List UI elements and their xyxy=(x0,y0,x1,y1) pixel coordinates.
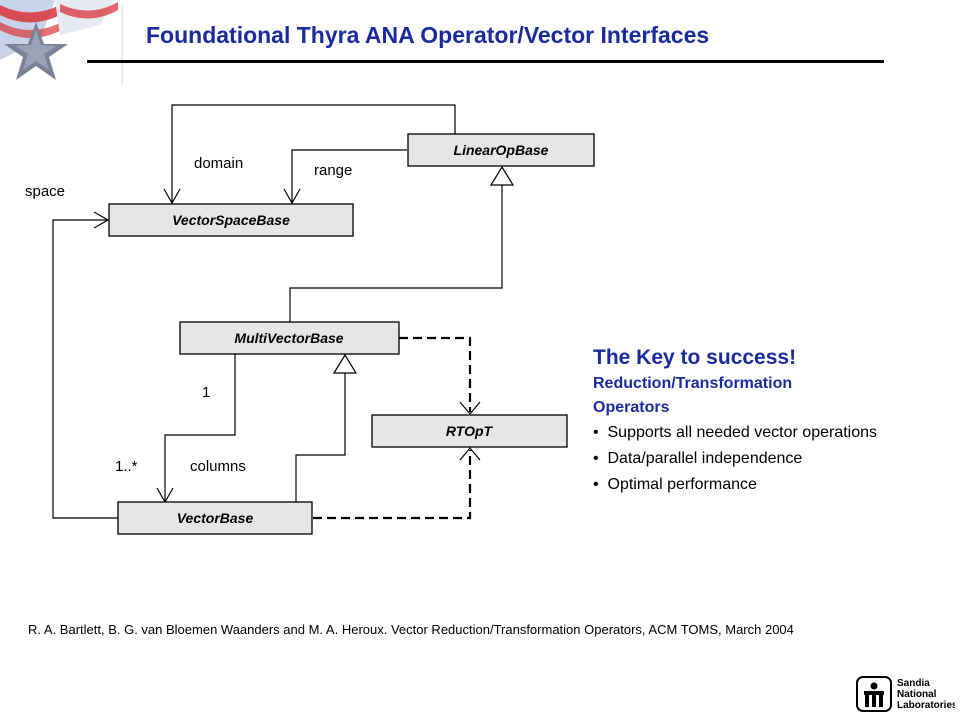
svg-text:VectorSpaceBase: VectorSpaceBase xyxy=(172,212,290,228)
role-space: space xyxy=(25,183,65,200)
bullet-item: • Data/parallel independence xyxy=(593,450,803,467)
vector-rtopt-dependency xyxy=(313,450,472,520)
svg-text:Sandia National Labora: Sandia National Laboratories xyxy=(897,678,955,711)
multivector-inheritance xyxy=(289,185,503,322)
role-range: range xyxy=(314,162,352,179)
class-linearopbase: LinearOpBase xyxy=(407,133,595,167)
bullet-item: • Optimal performance xyxy=(593,476,757,493)
key-panel: The Key to success! Reduction/Transforma… xyxy=(593,344,893,498)
svg-text:MultiVectorBase: MultiVectorBase xyxy=(234,330,343,346)
domain-association xyxy=(171,104,456,203)
vector-inheritance xyxy=(295,373,346,502)
flag-star-logo xyxy=(0,0,123,85)
svg-text:RTOpT: RTOpT xyxy=(446,423,494,439)
svg-text:LinearOpBase: LinearOpBase xyxy=(454,142,549,158)
role-domain: domain xyxy=(194,155,243,172)
class-multivectorbase: MultiVectorBase xyxy=(179,321,400,355)
role-columns: columns xyxy=(190,458,246,475)
sandia-logo: Sandia National Laboratories xyxy=(856,676,955,712)
citation: R. A. Bartlett, B. G. van Bloemen Waande… xyxy=(28,622,794,637)
columns-association xyxy=(164,354,236,502)
range-association xyxy=(291,149,407,203)
class-vectorbase: VectorBase xyxy=(117,501,313,535)
page-title: Foundational Thyra ANA Operator/Vector I… xyxy=(146,22,710,48)
class-rtopt: RTOpT xyxy=(371,414,568,448)
title-divider xyxy=(87,60,884,63)
multivector-rtopt-dependency xyxy=(399,336,472,412)
multiplicity-one: 1 xyxy=(202,384,210,401)
key-subheading: Reduction/Transformation Operators xyxy=(593,375,793,416)
key-heading: The Key to success! xyxy=(593,346,797,369)
space-association xyxy=(52,219,118,519)
svg-text:VectorBase: VectorBase xyxy=(177,510,254,526)
bullet-item: • Supports all needed vector operations xyxy=(593,424,878,441)
multiplicity-one-many: 1..* xyxy=(115,458,138,475)
class-vectorspacebase: VectorSpaceBase xyxy=(108,203,354,237)
